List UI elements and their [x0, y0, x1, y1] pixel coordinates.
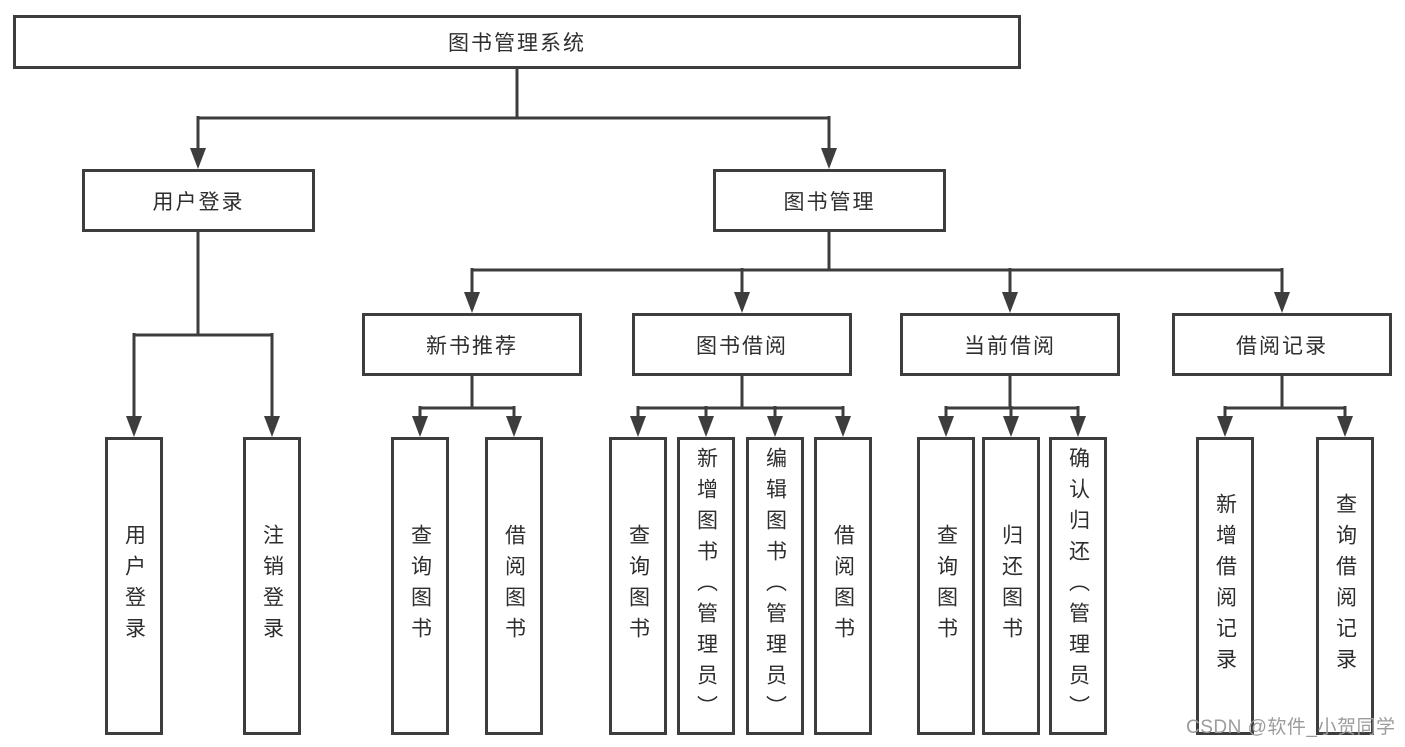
- node-label: 新书推荐: [426, 334, 518, 358]
- node-label: 新增借阅记录: [1213, 493, 1237, 679]
- arrowhead-icon: [1070, 416, 1086, 437]
- leaf-edit-books-admin: 编辑图书（管理员）: [746, 437, 804, 735]
- node-new-book-recommendation: 新书推荐: [362, 313, 582, 376]
- leaf-query-books-current: 查询图书: [917, 437, 975, 735]
- leaf-query-borrow-record: 查询借阅记录: [1316, 437, 1374, 735]
- node-label: 注销登录: [260, 524, 284, 648]
- leaf-borrow-books: 借阅图书: [814, 437, 872, 735]
- leaf-confirm-return-admin: 确认归还（管理员）: [1049, 437, 1107, 735]
- leaf-return-books: 归还图书: [982, 437, 1040, 735]
- node-label: 图书管理系统: [448, 32, 586, 55]
- arrowhead-icon: [1274, 292, 1290, 313]
- arrowhead-icon: [506, 416, 522, 437]
- arrowhead-icon: [1002, 292, 1018, 313]
- arrowhead-icon: [767, 416, 783, 437]
- arrowhead-icon: [264, 416, 280, 437]
- arrowhead-icon: [630, 416, 646, 437]
- node-label: 确认归还（管理员）: [1066, 446, 1090, 726]
- node-label: 查询图书: [626, 524, 650, 648]
- arrowhead-icon: [698, 416, 714, 437]
- arrowhead-icon: [1003, 416, 1019, 437]
- node-label: 借阅记录: [1236, 334, 1328, 358]
- leaf-borrow-books-recommend: 借阅图书: [485, 437, 543, 735]
- watermark: CSDN @软件_小贺同学: [1186, 717, 1396, 738]
- leaf-query-books-borrow: 查询图书: [609, 437, 667, 735]
- node-label: 借阅图书: [502, 524, 526, 648]
- arrowhead-icon: [464, 292, 480, 313]
- arrowhead-icon: [126, 416, 142, 437]
- arrowhead-icon: [835, 416, 851, 437]
- node-book-borrowing: 图书借阅: [632, 313, 852, 376]
- node-label: 用户登录: [152, 190, 245, 214]
- arrowhead-icon: [938, 416, 954, 437]
- leaf-add-borrow-record: 新增借阅记录: [1196, 437, 1254, 735]
- leaf-user-login: 用户登录: [105, 437, 163, 735]
- node-label: 新增图书（管理员）: [694, 446, 718, 726]
- node-current-borrowing: 当前借阅: [900, 313, 1120, 376]
- node-user-login: 用户登录: [82, 169, 315, 232]
- arrowhead-icon: [821, 148, 837, 169]
- leaf-query-books-recommend: 查询图书: [391, 437, 449, 735]
- arrowhead-icon: [412, 416, 428, 437]
- node-label: 借阅图书: [831, 524, 855, 648]
- node-library-management-system: 图书管理系统: [13, 15, 1021, 69]
- node-label: 图书管理: [783, 190, 876, 214]
- leaf-logout: 注销登录: [243, 437, 301, 735]
- arrowhead-icon: [1337, 416, 1353, 437]
- leaf-add-books-admin: 新增图书（管理员）: [677, 437, 735, 735]
- node-borrowing-records: 借阅记录: [1172, 313, 1392, 376]
- node-label: 图书借阅: [696, 334, 788, 358]
- node-label: 查询借阅记录: [1333, 493, 1357, 679]
- node-label: 归还图书: [999, 524, 1023, 648]
- node-label: 用户登录: [122, 524, 146, 648]
- node-label: 当前借阅: [964, 334, 1056, 358]
- node-book-management: 图书管理: [713, 169, 946, 232]
- node-label: 编辑图书（管理员）: [763, 446, 787, 726]
- arrowhead-icon: [734, 292, 750, 313]
- arrowhead-icon: [1217, 416, 1233, 437]
- arrowhead-icon: [190, 148, 206, 169]
- node-label: 查询图书: [408, 524, 432, 648]
- node-label: 查询图书: [934, 524, 958, 648]
